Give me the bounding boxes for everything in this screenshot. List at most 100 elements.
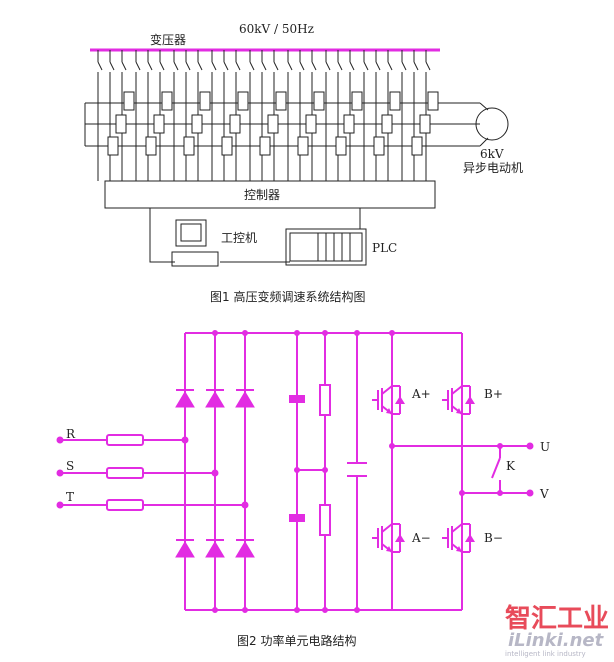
cell-part: [267, 114, 279, 134]
electrolytic-cap-lower: [289, 514, 305, 522]
igbt-a-plus: [372, 385, 405, 415]
cell-part: [343, 114, 355, 134]
figure2-power-cell: [56, 330, 534, 613]
cell-part: [97, 61, 103, 71]
ipc-monitor: [175, 219, 207, 247]
watermark-site: iLinki.net: [508, 630, 605, 651]
cell-part: [135, 61, 141, 71]
cell-part: [363, 61, 369, 71]
figure1-system-diagram: [84, 48, 509, 267]
cell-part: [273, 61, 279, 71]
cell-part: [349, 61, 355, 71]
cell-part: [107, 136, 119, 156]
cell-part: [147, 61, 153, 71]
cell-part: [115, 114, 127, 134]
cell-part: [387, 61, 393, 71]
cell-part: [161, 91, 173, 111]
cell-part: [325, 61, 331, 71]
controller-box: [104, 180, 436, 209]
motor-symbol: [475, 107, 509, 141]
cell-part: [183, 136, 195, 156]
cell-part: [121, 61, 127, 71]
cell-part: [223, 61, 229, 71]
input-label-t: T: [66, 490, 74, 504]
cell-part: [159, 61, 165, 71]
fuse-s: [106, 467, 144, 479]
cell-part: [311, 61, 317, 71]
supply-label: 60kV / 50Hz: [239, 22, 314, 36]
motor-voltage-label: 6kV: [480, 147, 504, 161]
plc-label: PLC: [372, 241, 397, 255]
cell-part: [411, 136, 423, 156]
cell-part: [173, 61, 179, 71]
balance-resistor-upper: [319, 384, 331, 416]
switch-label-a-plus: A+: [411, 387, 431, 401]
watermark-brand: 智汇工业: [505, 604, 609, 634]
motor-type-label: 异步电动机: [463, 161, 523, 175]
cell-part: [221, 136, 233, 156]
cell-part: [427, 91, 439, 111]
switch-label-a-minus: A−: [411, 531, 431, 545]
cell-part: [123, 91, 135, 111]
inverter-igbts: [372, 385, 475, 553]
cell-part: [211, 61, 217, 71]
ipc-base: [171, 251, 219, 267]
power-cell-columns: [97, 50, 439, 181]
output-terminal-u: [526, 442, 534, 450]
cell-part: [373, 136, 385, 156]
cell-part: [109, 61, 115, 71]
switch-label-b-plus: B+: [484, 387, 503, 401]
balance-resistor-lower: [319, 504, 331, 536]
cell-part: [185, 61, 191, 71]
output-terminal-v: [526, 489, 534, 497]
ipc-label: 工控机: [221, 231, 257, 245]
cell-part: [199, 91, 211, 111]
input-label-r: R: [66, 427, 76, 441]
cell-part: [299, 61, 305, 71]
input-label-s: S: [66, 459, 74, 473]
cell-part: [375, 61, 381, 71]
cell-part: [191, 114, 203, 134]
figure1-caption: 图1 高压变频调速系统结构图: [210, 289, 365, 304]
cell-part: [381, 114, 393, 134]
transformer-label: 变压器: [150, 32, 186, 47]
cell-part: [237, 91, 249, 111]
cell-part: [249, 61, 255, 71]
igbt-b-minus: [442, 523, 475, 553]
cell-part: [389, 91, 401, 111]
cell-part: [297, 136, 309, 156]
fuse-r: [106, 434, 144, 446]
cell-part: [401, 61, 407, 71]
input-terminal-t: [56, 501, 64, 509]
cell-part: [305, 114, 317, 134]
cell-part: [425, 61, 431, 71]
plc-box: [285, 228, 367, 266]
igbt-a-minus: [372, 523, 405, 553]
watermark-slogan: intelligent link industry: [505, 650, 586, 658]
cell-part: [261, 61, 267, 71]
cell-part: [335, 136, 347, 156]
electrolytic-cap-upper: [289, 395, 305, 403]
switch-label-b-minus: B−: [484, 531, 503, 545]
cell-part: [145, 136, 157, 156]
cell-part: [351, 91, 363, 111]
input-terminal-s: [56, 469, 64, 477]
rectifier-diodes-upper: [175, 389, 255, 408]
switch-k-label: K: [506, 459, 516, 473]
igbt-b-plus: [442, 385, 475, 415]
cell-part: [275, 91, 287, 111]
cell-part: [197, 61, 203, 71]
cell-part: [229, 114, 241, 134]
input-terminal-r: [56, 436, 64, 444]
cell-part: [153, 114, 165, 134]
output-label-v: V: [539, 487, 549, 501]
cell-part: [259, 136, 271, 156]
cell-part: [413, 61, 419, 71]
rectifier-diodes-lower: [175, 539, 255, 558]
cell-part: [337, 61, 343, 71]
cell-part: [235, 61, 241, 71]
fuse-t: [106, 499, 144, 511]
controller-label: 控制器: [244, 188, 280, 202]
